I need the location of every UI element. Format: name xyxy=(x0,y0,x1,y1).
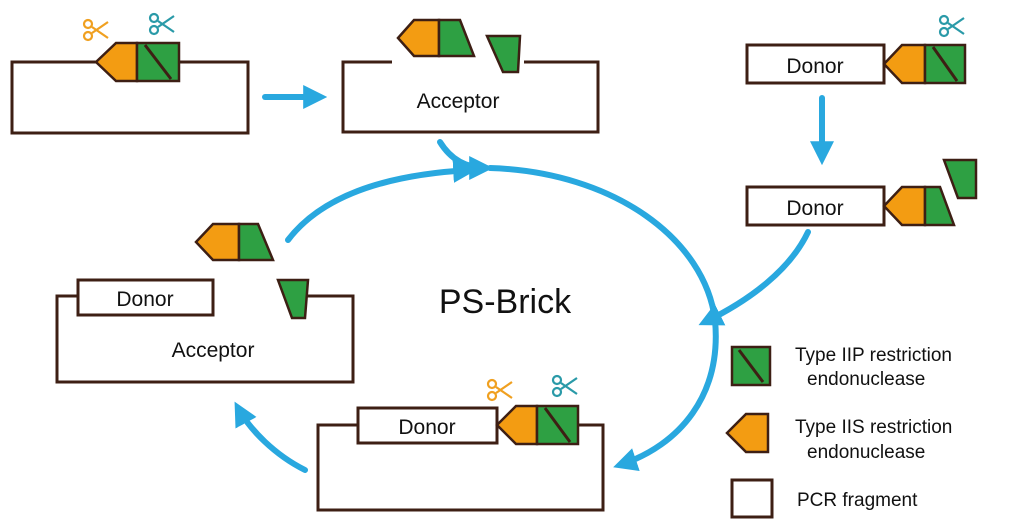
diagram-title: PS-Brick xyxy=(439,283,572,321)
donor-label: Donor xyxy=(786,197,843,220)
donor-digested: Donor xyxy=(745,158,978,227)
legend-pcr: PCR fragment xyxy=(797,490,918,511)
arrow-acceptor-into-cycle xyxy=(437,139,494,180)
legend: Type IIP restriction endonuclease Type I… xyxy=(725,345,952,519)
type-iis-site xyxy=(882,185,927,227)
cycle-arc-left xyxy=(285,158,478,243)
type-iis-fragment xyxy=(396,18,441,58)
acceptor-label: Acceptor xyxy=(417,90,500,113)
type-iip-fragment-right xyxy=(942,158,978,200)
legend-iip-line2: endonuclease xyxy=(807,369,925,390)
type-iip-fragment-right xyxy=(485,34,522,74)
type-iip-site xyxy=(923,43,967,85)
plasmid-outline xyxy=(316,423,605,512)
scissors-teal-icon xyxy=(148,12,176,36)
donor-box xyxy=(745,185,886,227)
initial-plasmid xyxy=(10,12,250,135)
donor-label: Donor xyxy=(786,55,843,78)
donor-fragment: Donor xyxy=(745,14,967,85)
scissors-teal-icon xyxy=(551,374,579,398)
type-iip-fragment-right xyxy=(276,278,310,320)
ligated-plasmid: Donor xyxy=(316,374,605,512)
acceptor-digested: Acceptor xyxy=(341,18,600,134)
donor-label: Donor xyxy=(398,416,455,439)
assembled-plasmid: Donor Acceptor xyxy=(55,222,355,384)
type-iis-site xyxy=(495,404,539,446)
arrow-donor-into-cycle xyxy=(698,229,811,326)
donor-box xyxy=(356,406,499,445)
legend-item-type-iis: Type IIS restriction endonuclease xyxy=(725,412,952,463)
scissors-orange-icon xyxy=(82,18,110,42)
scissors-orange-icon xyxy=(486,378,514,402)
plasmid-outline xyxy=(10,60,250,135)
plasmid-outline xyxy=(55,294,355,384)
type-iip-fragment-left xyxy=(923,185,956,227)
donor-box xyxy=(76,278,215,317)
type-iis-site xyxy=(882,43,927,85)
type-iis-swatch-icon xyxy=(725,412,770,454)
legend-iip-line1: Type IIP restriction xyxy=(795,345,952,366)
type-iis-site xyxy=(94,41,139,83)
legend-item-type-iip: Type IIP restriction endonuclease xyxy=(730,345,952,390)
type-iip-fragment-left xyxy=(237,222,275,262)
legend-iis-line1: Type IIS restriction xyxy=(795,417,952,438)
legend-iis-line2: endonuclease xyxy=(807,442,925,463)
legend-item-pcr: PCR fragment xyxy=(730,478,918,519)
acceptor-outline xyxy=(341,60,600,134)
type-iip-fragment-left xyxy=(437,18,476,58)
acceptor-label: Acceptor xyxy=(172,339,255,362)
donor-label: Donor xyxy=(116,288,173,311)
pcr-fragment-swatch-icon xyxy=(730,478,774,519)
type-iis-fragment xyxy=(194,222,241,262)
arrow-product-to-redigest xyxy=(234,401,308,473)
scissors-teal-icon xyxy=(938,14,966,38)
donor-box xyxy=(745,43,886,85)
